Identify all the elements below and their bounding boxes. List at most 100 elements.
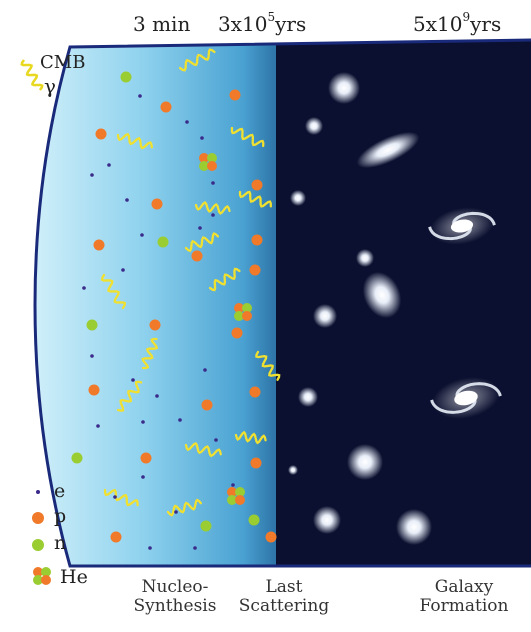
neutron: [120, 71, 132, 83]
photon-wave: [255, 350, 281, 382]
galaxy-blob: [313, 506, 341, 534]
photon-wave: [116, 380, 143, 412]
electron: [90, 173, 94, 177]
proton: [250, 457, 262, 469]
galaxy-blob: [288, 465, 298, 475]
electron: [148, 546, 152, 550]
electron: [155, 394, 159, 398]
galaxy-blob: [305, 117, 323, 135]
helium-nucleus: [199, 153, 217, 171]
photon-wave: [141, 337, 159, 370]
neutron: [248, 514, 260, 526]
photon-wave: [103, 488, 139, 507]
proton: [251, 179, 263, 191]
proton: [140, 452, 152, 464]
proton: [149, 319, 161, 331]
legend-electron-label: e: [54, 480, 66, 502]
electron: [107, 163, 111, 167]
photon-wave: [230, 126, 265, 148]
electron: [140, 233, 144, 237]
photon-wave: [208, 267, 241, 292]
legend-proton-label: p: [54, 505, 67, 527]
photon-wave: [234, 430, 267, 445]
legend-electron-icon: [36, 490, 40, 494]
galaxy-blob: [396, 509, 432, 545]
neutron: [86, 319, 98, 331]
electron: [121, 268, 125, 272]
photon-wave: [116, 132, 153, 150]
gamma-label: γ: [44, 74, 56, 98]
photon-wave: [166, 498, 202, 517]
electron: [174, 510, 178, 514]
photon-wave: [194, 201, 231, 215]
panel-border: [33, 38, 531, 568]
caption-nucleosynthesis: Nucleo-Synthesis: [133, 577, 217, 616]
legend-neutron-label: n: [54, 532, 67, 554]
electron: [141, 420, 145, 424]
photon-wave: [178, 48, 216, 72]
galaxy-blob: [356, 249, 374, 267]
electron: [90, 354, 94, 358]
proton: [249, 386, 261, 398]
legend-helium-label: He: [60, 566, 88, 588]
electron: [211, 213, 215, 217]
proton: [191, 250, 203, 262]
spiral-galaxy: [428, 207, 496, 245]
electron: [96, 424, 100, 428]
electron: [113, 495, 117, 499]
photon-icon: [20, 59, 44, 91]
proton: [201, 399, 213, 411]
electron: [138, 94, 142, 98]
electron: [125, 198, 129, 202]
proton: [160, 101, 172, 113]
proton: [95, 128, 107, 140]
galaxy-blob: [313, 304, 337, 328]
electron: [141, 475, 145, 479]
proton: [93, 239, 105, 251]
proton: [249, 264, 261, 276]
plasma-region: [35, 40, 280, 566]
proton: [229, 89, 241, 101]
proton: [231, 327, 243, 339]
electron: [193, 546, 197, 550]
electron: [178, 418, 182, 422]
electron: [131, 378, 135, 382]
lenticular-galaxy: [356, 131, 420, 169]
spiral-galaxy: [430, 377, 502, 419]
elliptical-galaxy: [362, 271, 402, 319]
helium-nucleus: [33, 567, 51, 585]
electron: [211, 181, 215, 185]
legend-neutron-icon: [32, 539, 44, 551]
electron: [82, 286, 86, 290]
helium-nucleus: [227, 487, 245, 505]
time-last-scattering: 3x105yrs: [218, 10, 307, 36]
electron: [185, 120, 189, 124]
electron: [198, 226, 202, 230]
proton: [251, 234, 263, 246]
proton: [110, 531, 122, 543]
photon-wave: [238, 190, 272, 208]
electron: [200, 136, 204, 140]
neutron: [157, 236, 169, 248]
photon-wave: [184, 442, 222, 458]
dark-space-region: [276, 40, 531, 566]
helium-nucleus: [234, 303, 252, 321]
electron: [214, 438, 218, 442]
photon-wave: [100, 273, 127, 310]
proton: [88, 384, 100, 396]
galaxy-blob: [290, 190, 306, 206]
neutron: [200, 520, 212, 532]
electron: [231, 483, 235, 487]
proton: [151, 198, 163, 210]
neutron: [71, 452, 83, 464]
proton: [265, 531, 277, 543]
galaxy-blob: [298, 387, 318, 407]
cmb-label: CMB: [40, 52, 86, 73]
galaxy-blob: [328, 72, 360, 104]
electron: [203, 368, 207, 372]
time-3min: 3 min: [133, 12, 191, 36]
